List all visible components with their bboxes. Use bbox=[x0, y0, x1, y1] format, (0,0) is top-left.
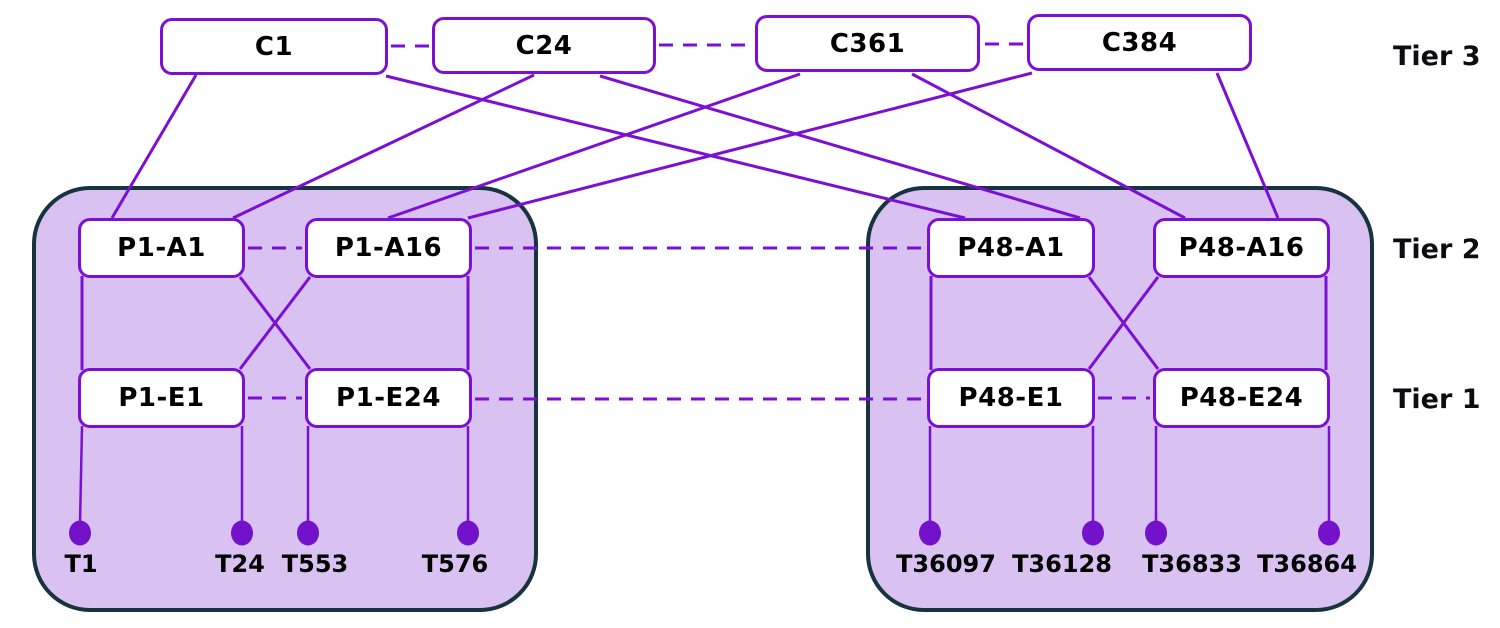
terminal-label-T576: T576 bbox=[421, 550, 489, 578]
terminal-dot-T36864 bbox=[1318, 520, 1340, 546]
core-switch-node-C384: C384 bbox=[1027, 14, 1252, 71]
terminal-dot-T36128 bbox=[1082, 520, 1104, 546]
core-switch-node-C1: C1 bbox=[160, 18, 388, 75]
link-P48-A16-P48-E1 bbox=[1087, 276, 1160, 370]
link-C24-P1-A1 bbox=[232, 73, 535, 220]
terminal-dot-T553 bbox=[297, 520, 319, 546]
terminal-dot-T24 bbox=[231, 520, 253, 546]
aggregation-switch-node-P1-A1: P1-A1 bbox=[78, 218, 245, 278]
link-C384-P48-A16 bbox=[1215, 72, 1280, 219]
link-C24-P48-A1 bbox=[599, 74, 1081, 220]
core-switch-node-C24: C24 bbox=[432, 17, 656, 74]
terminal-label-T36833: T36833 bbox=[1142, 550, 1242, 578]
terminal-label-T36864: T36864 bbox=[1257, 550, 1357, 578]
link-C361-P48-A16 bbox=[911, 72, 1186, 220]
core-switch-node-C361: C361 bbox=[755, 15, 980, 72]
terminal-label-T553: T553 bbox=[281, 550, 349, 578]
tier-1-label: Tier 1 bbox=[1393, 384, 1481, 415]
edge-switch-node-P1-E24: P1-E24 bbox=[305, 368, 472, 428]
tier-2-label: Tier 2 bbox=[1393, 234, 1481, 265]
terminal-dot-T36097 bbox=[919, 520, 941, 546]
terminal-dot-T1 bbox=[69, 520, 91, 546]
aggregation-switch-node-P1-A16: P1-A16 bbox=[305, 218, 472, 278]
aggregation-switch-node-P48-A1: P48-A1 bbox=[927, 218, 1095, 278]
link-P1-A16-P1-E1 bbox=[238, 276, 312, 370]
terminal-dot-T576 bbox=[457, 520, 479, 546]
link-C384-P1-A16 bbox=[467, 71, 1033, 220]
terminal-label-T1: T1 bbox=[64, 550, 98, 578]
edge-switch-node-P48-E24: P48-E24 bbox=[1153, 368, 1330, 428]
aggregation-switch-node-P48-A16: P48-A16 bbox=[1153, 218, 1330, 278]
terminal-label-T24: T24 bbox=[215, 550, 265, 578]
link-C361-P1-A16 bbox=[387, 72, 801, 220]
edge-switch-node-P1-E1: P1-E1 bbox=[78, 368, 245, 428]
terminal-label-T36097: T36097 bbox=[896, 550, 996, 578]
tier-3-label: Tier 3 bbox=[1393, 41, 1481, 72]
terminal-label-T36128: T36128 bbox=[1012, 550, 1112, 578]
terminal-dot-T36833 bbox=[1145, 520, 1167, 546]
link-C1-P1-A1 bbox=[110, 74, 198, 219]
edge-switch-node-P48-E1: P48-E1 bbox=[927, 368, 1095, 428]
link-C1-P48-A1 bbox=[385, 74, 966, 220]
link-P1-E1-T1 bbox=[78, 425, 84, 525]
